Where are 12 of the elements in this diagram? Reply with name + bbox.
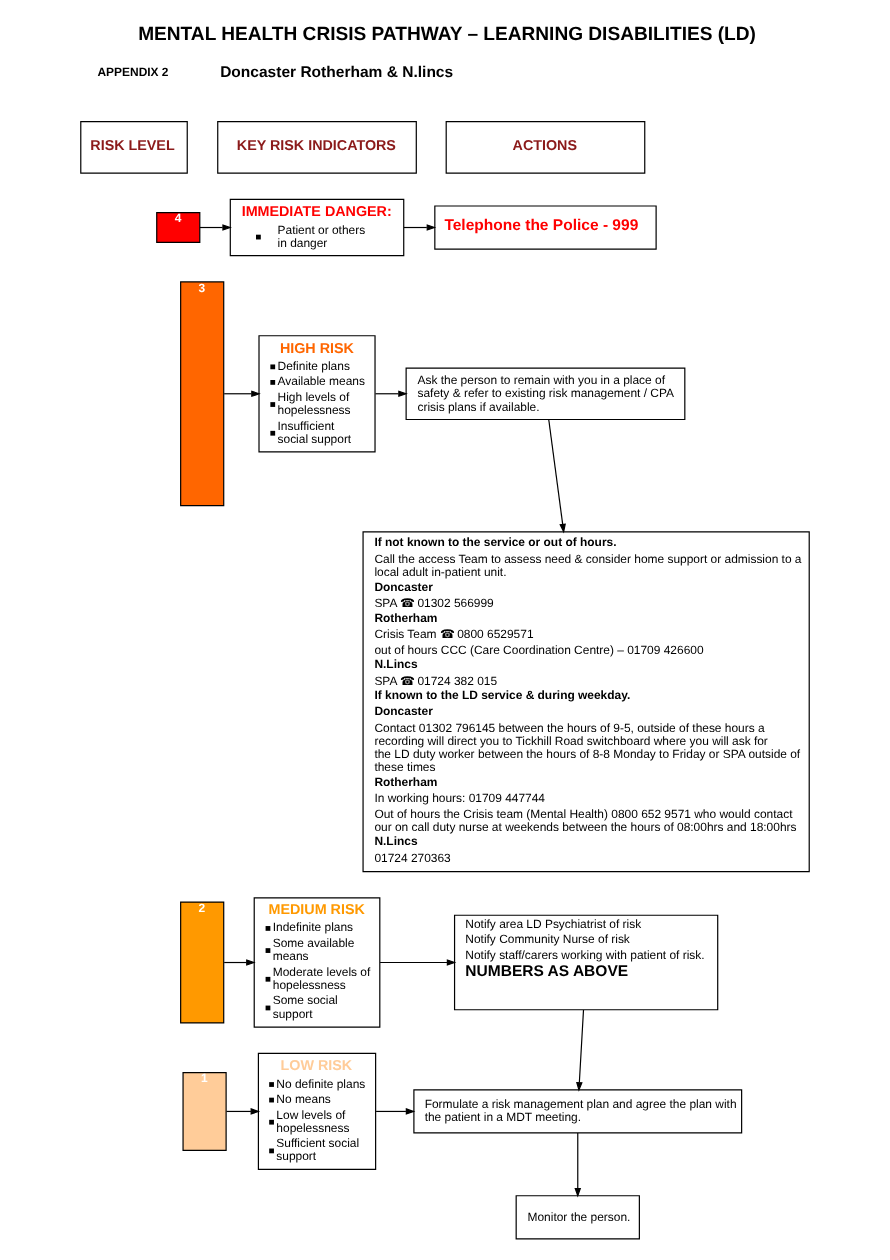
arrow	[576, 1009, 585, 1092]
arrow	[403, 224, 437, 231]
arrow	[574, 1132, 582, 1198]
arrow	[225, 1108, 261, 1115]
arrow	[375, 1108, 416, 1115]
arrow	[199, 224, 232, 231]
arrow	[223, 959, 256, 966]
diagram-title: MENTAL HEALTH CRISIS PATHWAY – LEARNING DISABILITIES (LD)	[138, 24, 756, 47]
arrow	[374, 390, 408, 398]
arrow	[379, 959, 457, 966]
arrow	[548, 419, 566, 534]
arrow	[223, 390, 261, 398]
